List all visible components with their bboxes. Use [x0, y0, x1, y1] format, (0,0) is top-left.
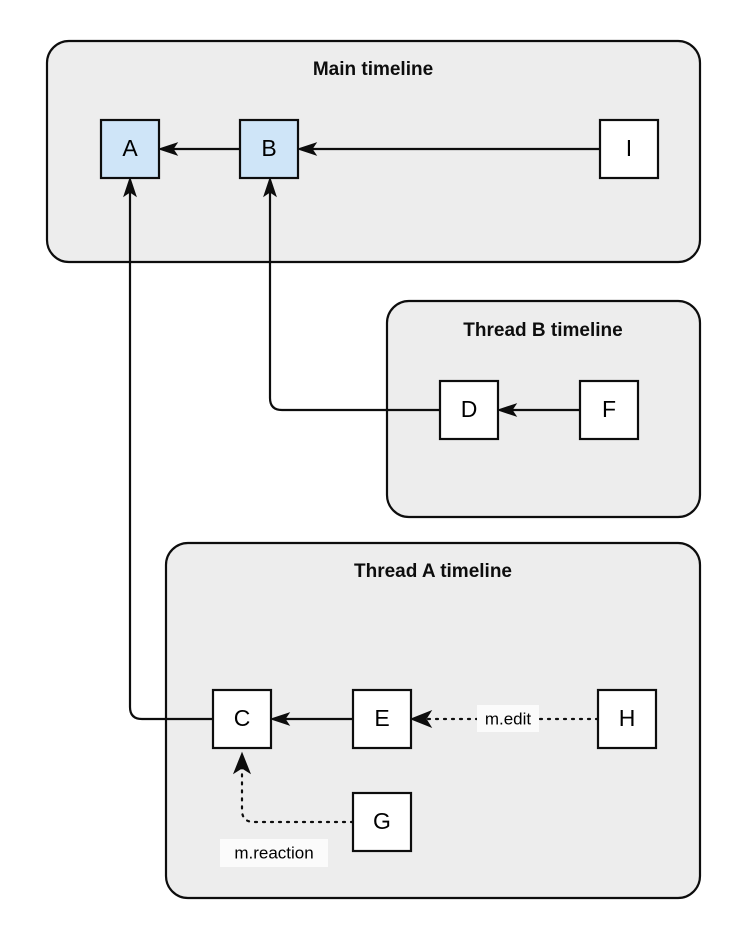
node-d[interactable]: D — [438, 379, 500, 441]
node-a-label: A — [122, 135, 138, 161]
arrow-head-up-icon — [232, 751, 252, 775]
edge-g-to-c-label-background — [220, 839, 328, 867]
arrow-head-up-icon — [123, 176, 137, 198]
edge-c-to-a-line — [128, 185, 213, 721]
edge-g-to-c-label: m.reaction — [234, 843, 313, 862]
node-f-box — [578, 379, 640, 441]
edge-d-to-b[interactable] — [263, 176, 440, 412]
node-i-label: I — [626, 135, 632, 161]
container-thread-a-timeline-title: Thread A timeline — [354, 561, 512, 582]
node-a[interactable]: A — [99, 118, 161, 180]
node-c-label: C — [234, 705, 251, 731]
container-main-timeline-title: Main timeline — [313, 59, 433, 80]
arrow-head-left-icon — [409, 709, 433, 729]
edge-h-to-e[interactable]: m.edit — [409, 705, 600, 732]
node-b-label: B — [261, 135, 276, 161]
node-b[interactable]: B — [238, 118, 300, 180]
arrow-head-left-icon — [296, 142, 318, 156]
edge-i-to-b[interactable] — [296, 142, 600, 156]
node-e-box — [351, 688, 413, 750]
edge-c-to-a[interactable] — [123, 176, 213, 721]
edge-layer: m.edit m.reaction — [123, 142, 600, 867]
edge-g-to-c[interactable]: m.reaction — [220, 751, 355, 867]
node-a-box — [99, 118, 161, 180]
node-h-label: H — [619, 705, 636, 731]
node-h[interactable]: H — [596, 688, 658, 750]
node-c[interactable]: C — [211, 688, 273, 750]
node-f-label: F — [602, 396, 616, 422]
arrow-head-left-icon — [496, 403, 518, 417]
edge-b-to-a[interactable] — [157, 142, 240, 156]
edge-d-to-b-line — [268, 185, 440, 412]
node-i[interactable]: I — [598, 118, 660, 180]
node-b-box — [238, 118, 300, 180]
arrow-head-left-icon — [157, 142, 179, 156]
node-d-box — [438, 379, 500, 441]
container-main-timeline-shape — [45, 39, 702, 264]
edge-h-to-e-label-background — [477, 705, 539, 732]
node-i-box — [598, 118, 660, 180]
node-e[interactable]: E — [351, 688, 413, 750]
node-g-label: G — [373, 808, 391, 834]
node-f[interactable]: F — [578, 379, 640, 441]
container-thread-b-timeline-title: Thread B timeline — [463, 320, 622, 341]
arrow-head-up-icon — [263, 176, 277, 198]
node-layer: A B I D F C — [99, 118, 660, 853]
node-c-box — [211, 688, 273, 750]
node-g-box — [351, 791, 413, 853]
container-thread-a-timeline-shape — [164, 541, 702, 900]
edge-e-to-c[interactable] — [269, 712, 353, 726]
container-main-timeline[interactable]: Main timeline — [45, 39, 702, 264]
node-e-label: E — [374, 705, 389, 731]
arrow-head-left-icon — [269, 712, 291, 726]
node-g[interactable]: G — [351, 791, 413, 853]
edge-f-to-d[interactable] — [496, 403, 580, 417]
edge-h-to-e-label: m.edit — [485, 709, 532, 728]
edge-g-to-c-line — [240, 758, 355, 824]
node-h-box — [596, 688, 658, 750]
node-d-label: D — [461, 396, 478, 422]
container-thread-a-timeline[interactable]: Thread A timeline — [164, 541, 702, 900]
